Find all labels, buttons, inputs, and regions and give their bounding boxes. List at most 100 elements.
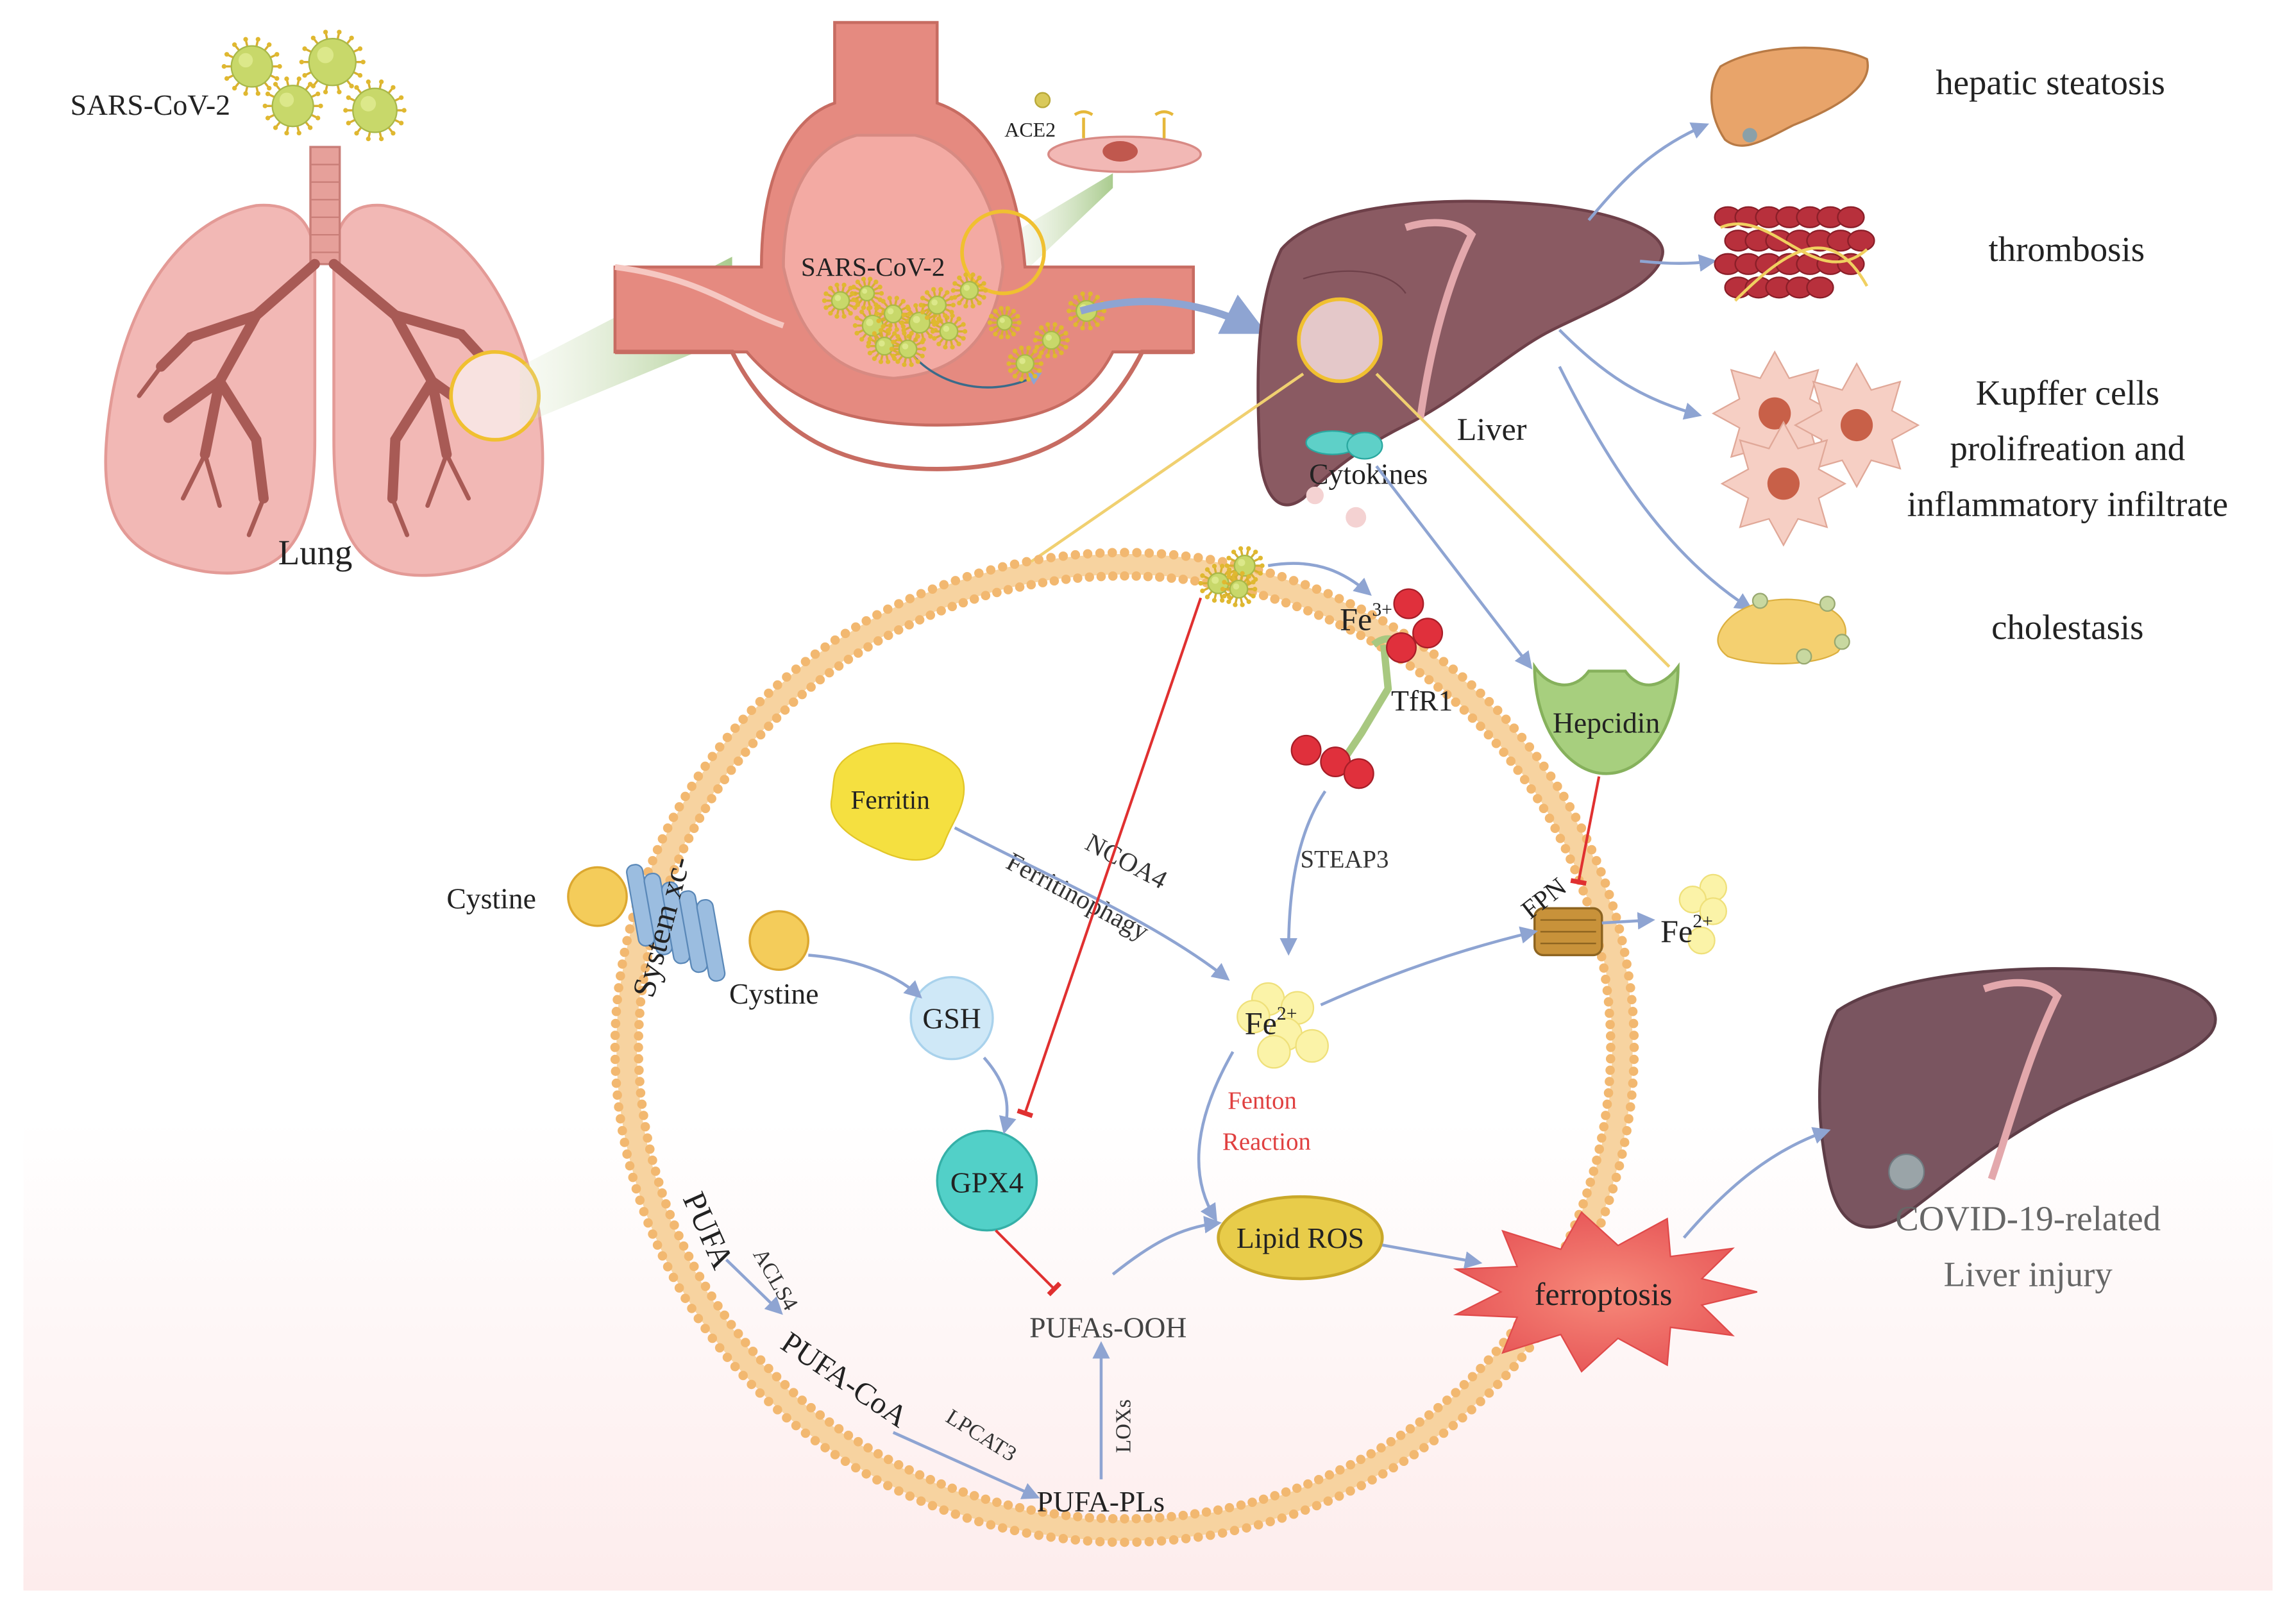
pufa-pls-label: PUFA-PLs [1036, 1485, 1165, 1518]
lipid-head [1622, 1125, 1632, 1136]
lipid-head [643, 1218, 653, 1228]
arrow-ferritinophagy [954, 826, 1230, 981]
lipid-head [1015, 582, 1025, 592]
red-cell [1837, 206, 1865, 228]
lipid-head [616, 1114, 625, 1124]
lipid-head [643, 1133, 652, 1143]
lipid-head [840, 628, 850, 639]
lipid-head [1061, 575, 1071, 584]
lipid-head [1424, 675, 1434, 685]
lipid-head [791, 664, 801, 674]
fe2-intracellular-cluster [1237, 982, 1329, 1069]
lipid-head [1624, 971, 1633, 981]
liver-illustration [1256, 199, 1664, 507]
lipid-head [861, 1469, 872, 1479]
lipid-head [722, 1352, 732, 1362]
lipid-head [969, 594, 979, 604]
lipid-head [1578, 1199, 1588, 1209]
lipid-head [834, 661, 844, 671]
lipid-head [1600, 878, 1610, 888]
lipid-head [1038, 578, 1048, 587]
lipid-head [1389, 622, 1398, 632]
lipid-ros-label: Lipid ROS [1237, 1222, 1364, 1254]
lipid-head [1009, 559, 1020, 569]
kupffer-cells-icon [1711, 350, 1920, 547]
lipid-head [1205, 1530, 1215, 1540]
arrow-to-kupffer [1558, 328, 1702, 420]
lipid-head [1009, 1526, 1020, 1536]
lipid-head [1605, 1020, 1615, 1029]
lipid-head [1611, 1172, 1621, 1183]
lipid-head [612, 995, 622, 1005]
lipid-head [1617, 936, 1627, 946]
lipid-head [904, 1465, 914, 1475]
fe2-ion [1257, 1034, 1291, 1069]
lipid-head [652, 845, 663, 855]
fe2-extracellular-cluster [1678, 873, 1727, 955]
lipid-head [1022, 557, 1032, 567]
lipid-head [707, 794, 716, 804]
lipid-head [1628, 1066, 1639, 1076]
lipid-head [810, 1436, 820, 1445]
lipid-head [1194, 553, 1203, 562]
lipid-head [1334, 1491, 1344, 1501]
lipid-head [1476, 688, 1485, 698]
lipid-head [722, 732, 732, 743]
lipid-head [700, 804, 711, 813]
lipid-head [1582, 1188, 1592, 1198]
lipid-head [726, 1320, 736, 1329]
lipid-head [894, 599, 904, 609]
outcome-kupffer-line3: inflammatory infiltrate [1907, 485, 2228, 524]
hepcidin-shape [1533, 662, 1680, 775]
arrow-to-steatosis [1587, 122, 1709, 221]
lipid-head [1323, 589, 1333, 599]
lipid-head [668, 812, 679, 822]
lipid-head [925, 1474, 936, 1485]
lipid-head [612, 1090, 622, 1100]
lipid-head [657, 1251, 668, 1261]
lipid-head [1288, 576, 1299, 585]
lipid-head [1181, 1533, 1191, 1544]
tfr1-receptor [1344, 644, 1392, 757]
lipid-head [1582, 896, 1592, 907]
lipid-head [1499, 747, 1508, 757]
lipid-head [714, 1343, 725, 1353]
lipid-head [1578, 886, 1588, 896]
lipid-head [648, 1156, 657, 1165]
ferroptosis-label: ferroptosis [1535, 1276, 1673, 1312]
kupffer-nucleus [1767, 467, 1800, 500]
lipid-head [962, 1513, 972, 1523]
result-line2: Liver injury [1944, 1254, 2113, 1293]
lipid-head [640, 1122, 650, 1132]
lipid-head [635, 1077, 645, 1086]
lipid-head [620, 1138, 630, 1147]
lipid-head [637, 1099, 647, 1109]
lipid-head [782, 1413, 791, 1423]
lipid-head [1026, 1505, 1036, 1515]
lipid-head [773, 680, 782, 690]
arrow-pufa-to-coa [725, 1258, 783, 1315]
lipid-head [707, 752, 718, 761]
lipid-head [1178, 575, 1188, 584]
lipid-head [1458, 1413, 1467, 1423]
lipid-head [1628, 1078, 1638, 1088]
lipid-head [1622, 959, 1632, 969]
lipid-head [1108, 571, 1118, 581]
thrombosis-clot-icon [1714, 206, 1875, 302]
lipid-head [1617, 1149, 1627, 1159]
lipid-head [1599, 1122, 1609, 1132]
lipid-head [687, 1304, 696, 1313]
lipid-head [1258, 1494, 1269, 1504]
lipid-head [622, 1149, 632, 1159]
lipid-head [1070, 550, 1081, 560]
lipid-head [1553, 781, 1562, 791]
virus-label: SARS-CoV-2 [71, 88, 231, 121]
steatosis-liver-icon [1710, 46, 1869, 147]
fe3-ion [1343, 758, 1374, 789]
lipid-head [668, 1272, 679, 1283]
lipid-head [939, 580, 949, 590]
lipid-head [1083, 549, 1093, 559]
lipid-head [611, 1078, 621, 1088]
lipid-head [693, 771, 704, 781]
lipid-head [741, 1338, 750, 1347]
